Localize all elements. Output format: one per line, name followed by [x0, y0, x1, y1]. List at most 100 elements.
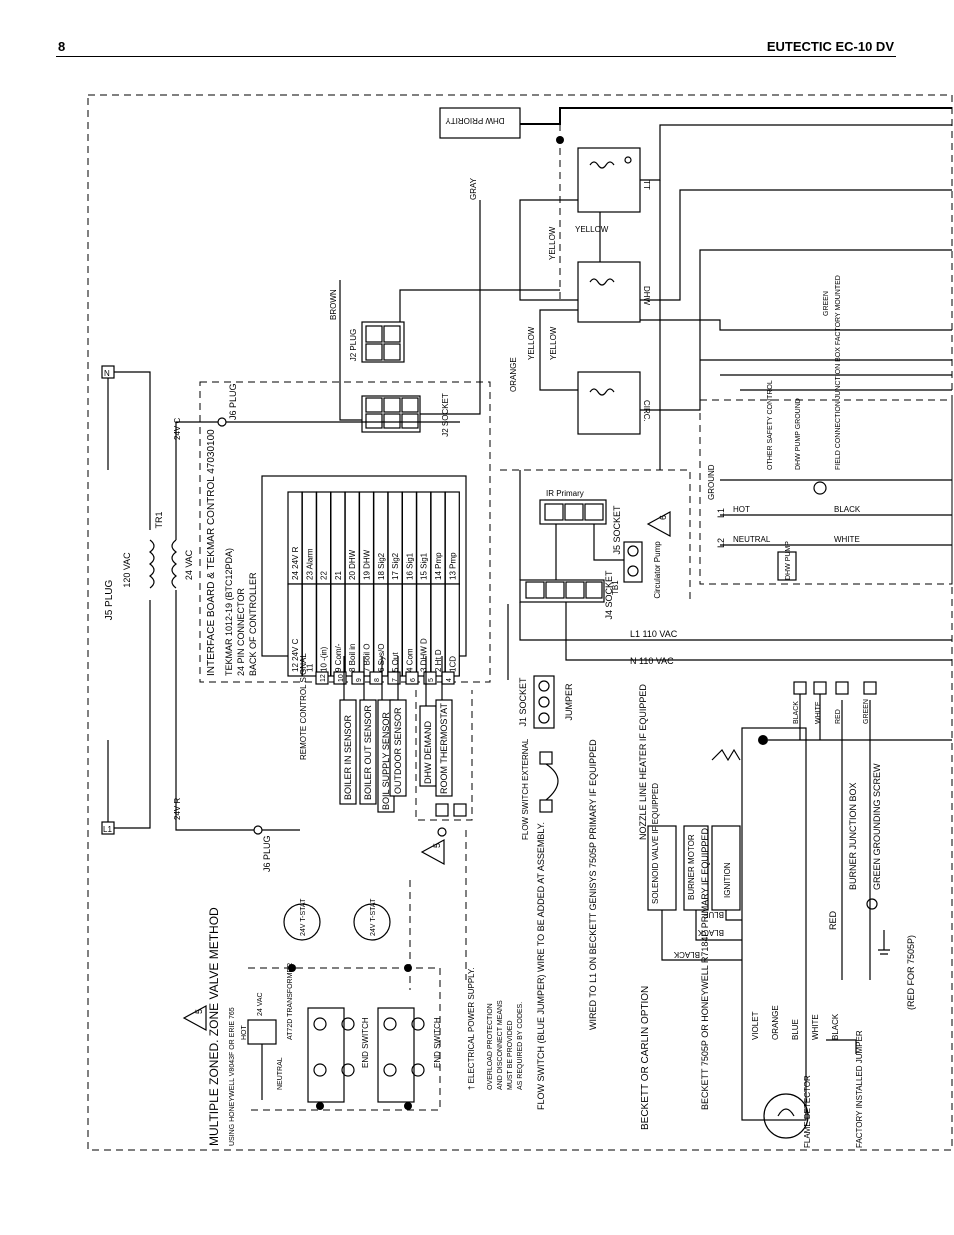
terminal-left-label: 1CD [448, 656, 457, 672]
svg-text:BLACK: BLACK [834, 505, 861, 514]
svg-text:CIRC.: CIRC. [642, 400, 651, 422]
svg-text:J2 SOCKET: J2 SOCKET [441, 393, 450, 437]
nozzle-heater-symbol [711, 748, 741, 762]
svg-text:NEUTRAL: NEUTRAL [733, 535, 771, 544]
svg-text:† ELECTRICAL POWER SUPPLY.: † ELECTRICAL POWER SUPPLY. [467, 967, 476, 1090]
burner-components: SOLENOID VALVE IF EQUIPPED BURNER MOTOR … [647, 783, 741, 911]
svg-text:SOLENOID VALVE IF EQUIPPED: SOLENOID VALVE IF EQUIPPED [651, 783, 660, 904]
pin-number: 4 [446, 678, 453, 682]
svg-text:MULTIPLE ZONED. ZONE VALVE MET: MULTIPLE ZONED. ZONE VALVE METHOD [207, 907, 221, 1146]
terminal-left-label: 2 Ht D [434, 649, 443, 672]
svg-text:END SWITCH: END SWITCH [433, 1017, 442, 1068]
svg-text:J5 SOCKET: J5 SOCKET [612, 505, 622, 555]
svg-text:DHW PRIORITY: DHW PRIORITY [445, 116, 505, 125]
svg-text:BLUE: BLUE [703, 910, 724, 919]
svg-text:JUMPER: JUMPER [564, 683, 574, 721]
svg-text:GREEN: GREEN [863, 699, 870, 724]
warning-triangle-5b: 5 [420, 838, 445, 866]
svg-text:REMOTE CONTROL SIGNAL: REMOTE CONTROL SIGNAL [299, 653, 308, 760]
svg-text:ROOM THERMOSTAT: ROOM THERMOSTAT [439, 703, 449, 795]
terminal-right-label: 15 Sig1 [420, 552, 429, 580]
svg-text:L1: L1 [716, 508, 726, 518]
svg-text:TT: TT [642, 180, 651, 190]
terminal-left-label: 12 24V C [291, 638, 300, 672]
svg-text:IR Primary: IR Primary [546, 489, 584, 498]
terminal-right-cell [330, 491, 346, 585]
beckett-primary [741, 727, 807, 1121]
j1-socket-jumper: J1 SOCKET JUMPER [518, 675, 574, 729]
pin-number: 7 [392, 678, 399, 682]
svg-text:J6 PLUG: J6 PLUG [228, 383, 238, 420]
pin-box [423, 671, 437, 685]
terminal-block-tb1: TB1 Circulator Pump [611, 541, 662, 599]
svg-text:6: 6 [658, 515, 668, 520]
pin-number: 8 [374, 678, 381, 682]
zone-transformer [247, 1019, 277, 1100]
svg-text:BECKETT 7505P OR HONEYWELL R71: BECKETT 7505P OR HONEYWELL R7184P PRIMAR… [700, 828, 710, 1110]
pin-number: 12 [320, 674, 327, 682]
svg-text:5: 5 [194, 1009, 204, 1014]
terminal-right-label: 16 Sig1 [405, 552, 414, 580]
svg-text:WHITE: WHITE [834, 535, 860, 544]
svg-text:IGNITION: IGNITION [723, 862, 732, 898]
tstat-2: 24V T-STAT [353, 898, 391, 941]
terminal-right-label: 14 Pmp [434, 552, 443, 580]
terminal-right-label: 20 DHW [348, 549, 357, 580]
svg-text:24V C: 24V C [173, 418, 182, 440]
terminal-right-label: 17 Sig2 [391, 552, 400, 580]
terminal-right-label: 24 24V R [291, 546, 300, 580]
svg-text:FLOW SWITCH (BLUE JUMPER) WIRE: FLOW SWITCH (BLUE JUMPER) WIRE TO BE ADD… [536, 822, 546, 1110]
svg-text:ORANGE: ORANGE [509, 357, 518, 392]
transformer-tr1: 120 VAC 24 VAC TR1 [122, 511, 194, 589]
dhw-priority-label: DHW PRIORITY [439, 107, 521, 139]
svg-text:END SWITCH: END SWITCH [361, 1017, 370, 1068]
svg-text:HOT: HOT [241, 1025, 248, 1041]
svg-text:YELLOW: YELLOW [549, 326, 558, 360]
svg-text:5: 5 [432, 843, 442, 848]
svg-text:MUST BE PROVIDED: MUST BE PROVIDED [507, 1021, 514, 1091]
svg-text:24 VAC: 24 VAC [257, 992, 264, 1016]
page-number: 8 [58, 39, 66, 54]
svg-text:BURNER JUNCTION BOX: BURNER JUNCTION BOX [848, 782, 858, 890]
terminal-right-label: 23 Alarm [305, 548, 314, 580]
svg-text:FLOW SWITCH EXTERNAL: FLOW SWITCH EXTERNAL [521, 738, 530, 840]
relay-circ: CIRC. [577, 371, 651, 435]
svg-text:RED: RED [828, 910, 838, 930]
svg-text:BROWN: BROWN [329, 289, 338, 320]
field-junction-box [699, 399, 953, 585]
svg-text:WHITE: WHITE [815, 701, 822, 724]
svg-text:24V T-STAT: 24V T-STAT [300, 898, 307, 936]
svg-text:J2 PLUG: J2 PLUG [349, 329, 358, 361]
terminal-left-label: 10 -(in) [320, 646, 329, 672]
svg-text:BLUE: BLUE [791, 1019, 800, 1040]
svg-text:24V R: 24V R [173, 798, 182, 820]
pin-box [315, 671, 329, 685]
wire-markers [793, 681, 877, 695]
svg-text:BOILER OUT SENSOR: BOILER OUT SENSOR [363, 705, 373, 800]
svg-text:BECKETT OR CARLIN OPTION: BECKETT OR CARLIN OPTION [640, 986, 651, 1130]
svg-text:J4 SOCKET: J4 SOCKET [604, 570, 614, 620]
svg-text:FLAME DETECTOR: FLAME DETECTOR [803, 1075, 812, 1148]
svg-text:120 VAC: 120 VAC [122, 552, 132, 588]
svg-text:J5 PLUG: J5 PLUG [104, 579, 115, 620]
svg-text:BLACK: BLACK [831, 1013, 840, 1040]
svg-text:BLACK: BLACK [673, 950, 700, 959]
svg-text:DHW PUMP GROUND: DHW PUMP GROUND [795, 398, 802, 470]
svg-text:AT72D TRANSFORMER: AT72D TRANSFORMER [287, 963, 294, 1040]
j2-socket: J2 SOCKET [361, 393, 450, 437]
svg-text:GREEN: GREEN [823, 291, 830, 316]
svg-text:HOT: HOT [733, 505, 750, 514]
svg-text:YELLOW: YELLOW [575, 225, 609, 234]
svg-text:L1: L1 [103, 825, 112, 834]
page-header: 8 EUTECTIC EC-10 DV [56, 38, 896, 57]
relay-tt: TT [577, 147, 651, 213]
svg-text:DHW DEMAND: DHW DEMAND [423, 721, 433, 784]
document-title: EUTECTIC EC-10 DV [766, 39, 894, 54]
svg-text:INTERFACE BOARD & TEKMAR CONTR: INTERFACE BOARD & TEKMAR CONTROL 4703010… [206, 429, 217, 676]
j5-plug: N L1 J5 PLUG [101, 365, 115, 835]
zone-valve-2: END SWITCH [377, 1007, 442, 1103]
terminal-left-label: 9 Com/- [334, 643, 343, 672]
